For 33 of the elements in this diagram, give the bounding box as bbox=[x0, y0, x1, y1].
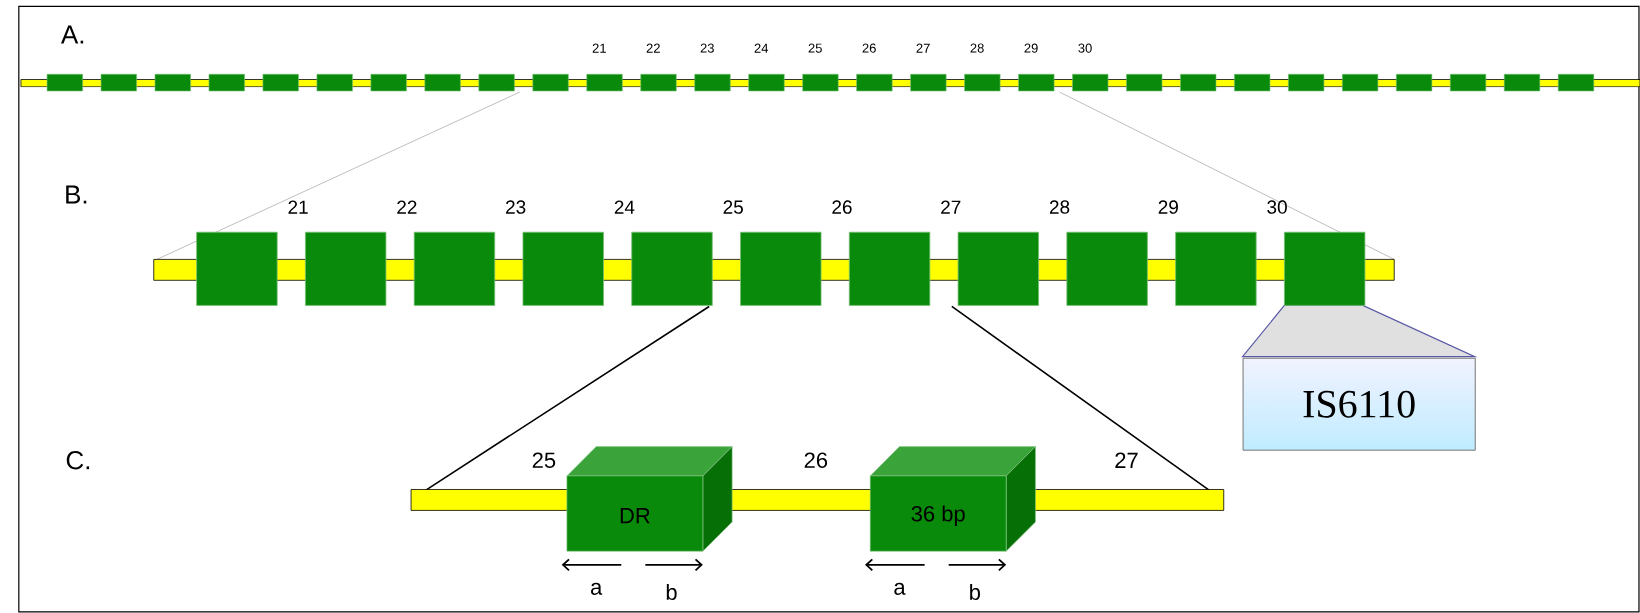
arm-letter: a bbox=[894, 582, 906, 595]
repeat-number: 29 bbox=[1024, 43, 1038, 53]
arm-letter: b bbox=[970, 583, 980, 601]
repeat-number: 21 bbox=[592, 43, 606, 53]
repeat-number: 24 bbox=[614, 200, 635, 214]
repeat-number: 28 bbox=[1049, 200, 1070, 214]
repeat-number: 25 bbox=[723, 200, 743, 214]
repeat-number: 30 bbox=[1267, 200, 1287, 214]
repeat-number: 26 bbox=[804, 452, 828, 469]
repeat-number: 22 bbox=[397, 200, 417, 214]
repeat-number: 27 bbox=[1115, 452, 1138, 468]
arm-letter: a bbox=[591, 582, 603, 595]
repeat-number: 23 bbox=[700, 43, 714, 53]
repeat-number: 28 bbox=[970, 43, 984, 53]
repeat-number: 23 bbox=[506, 200, 526, 214]
repeat-number: 26 bbox=[832, 200, 852, 214]
sequence-box: IS6110 bbox=[1242, 357, 1476, 451]
repeat-label: 36 bp bbox=[911, 505, 965, 526]
arm-letter: b bbox=[666, 583, 677, 601]
panel-letter: B. bbox=[66, 185, 87, 204]
repeat-number: 25 bbox=[532, 452, 556, 469]
repeat-number: 24 bbox=[754, 43, 769, 53]
repeat-number: 25 bbox=[808, 43, 822, 53]
repeat-number: 21 bbox=[288, 200, 308, 214]
panel-letter: A. bbox=[61, 25, 84, 44]
repeat-number: 27 bbox=[941, 200, 961, 214]
repeat-number: 27 bbox=[916, 43, 930, 53]
repeat-number: 30 bbox=[1078, 43, 1092, 53]
panel-letter: C. bbox=[66, 451, 90, 470]
repeat-number: 29 bbox=[1158, 200, 1178, 214]
repeat-label: DR bbox=[620, 508, 650, 524]
repeat-number: 22 bbox=[646, 43, 660, 53]
repeat-number: 26 bbox=[862, 43, 876, 53]
